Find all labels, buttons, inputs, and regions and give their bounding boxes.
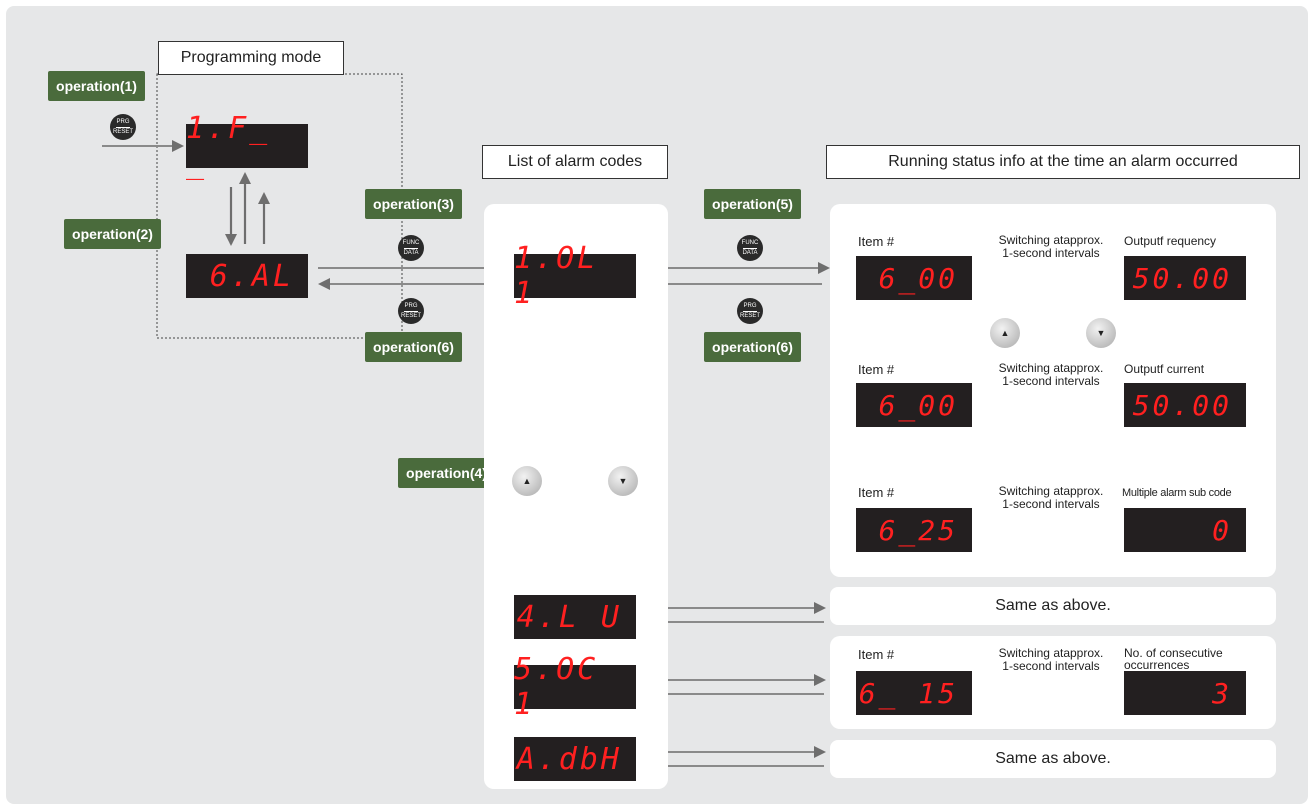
display-item-3: 6_25	[856, 508, 972, 552]
output-frequency-label: Outputf requency	[1124, 234, 1217, 248]
switching-label: Switching atapprox.1-second intervals	[998, 233, 1104, 260]
display-alarm-5: 5.OC 1	[514, 652, 636, 722]
switching-label: Switching atapprox.1-second intervals	[998, 646, 1104, 673]
multiple-alarm-label: Multiple alarm sub code	[1122, 487, 1232, 499]
display-value-3: 0	[1124, 508, 1246, 552]
same-as-above-2: Same as above.	[830, 740, 1276, 778]
down-button-icon[interactable]: ▼	[608, 466, 638, 496]
down-button-icon[interactable]: ▼	[1086, 318, 1116, 348]
programming-mode-title: Programming mode	[158, 41, 344, 75]
same-as-above-1: Same as above.	[830, 587, 1276, 625]
display-value-1: 50.00	[1124, 256, 1246, 300]
display-value-4: 3	[1124, 671, 1246, 715]
operation-2-badge: operation(2)	[64, 219, 161, 249]
display-alarm-1: 1.OL 1	[514, 241, 636, 311]
up-button-icon[interactable]: ▲	[990, 318, 1020, 348]
operation-6-badge: operation(6)	[704, 332, 801, 362]
display-alarm-A: A.dbH	[514, 737, 636, 781]
display-item-1: 6_00	[856, 256, 972, 300]
display-prog-2: 6.AL	[186, 254, 308, 298]
item-label: Item #	[858, 485, 895, 500]
alarm-list-title: List of alarm codes	[482, 145, 668, 179]
item-label: Item #	[858, 362, 895, 377]
switching-label: Switching atapprox.1-second intervals	[998, 361, 1104, 388]
operation-4-badge: operation(4)	[398, 458, 495, 488]
operation-5-badge: operation(5)	[704, 189, 801, 219]
item-label: Item #	[858, 234, 895, 249]
running-status-title: Running status info at the time an alarm…	[826, 145, 1300, 179]
operation-6-badge: operation(6)	[365, 332, 462, 362]
output-current-label: Outputf current	[1124, 362, 1205, 376]
up-button-icon[interactable]: ▲	[512, 466, 542, 496]
display-value-2: 50.00	[1124, 383, 1246, 427]
switching-label: Switching atapprox.1-second intervals	[998, 484, 1104, 511]
item-label: Item #	[858, 647, 895, 662]
display-prog-1: 1.F_ _	[186, 111, 308, 181]
display-alarm-4: 4.L U	[514, 595, 636, 639]
diagram-canvas: Programming mode List of alarm codes Run…	[6, 6, 1308, 804]
operation-3-badge: operation(3)	[365, 189, 462, 219]
display-item-4: 6_ 15	[856, 671, 972, 715]
operation-1-badge: operation(1)	[48, 71, 145, 101]
display-item-2: 6_00	[856, 383, 972, 427]
